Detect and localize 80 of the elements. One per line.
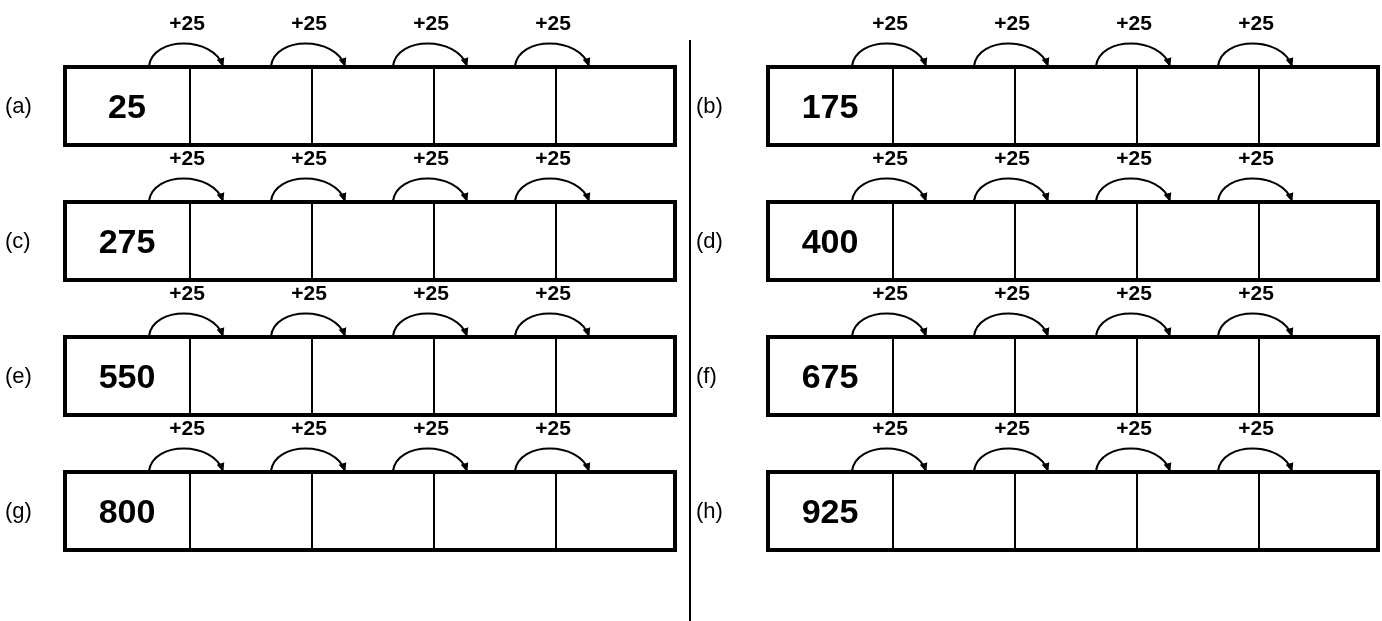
edge-label: +25 (871, 12, 909, 33)
curved-arrow (392, 42, 468, 67)
edge-label: +25 (412, 147, 450, 168)
edge-label: +25 (412, 282, 450, 303)
row-label: (g) (5, 500, 32, 522)
edge-label: +25 (290, 147, 328, 168)
curved-arrow (973, 312, 1049, 337)
edge-label: +25 (993, 417, 1031, 438)
number: 800 (98, 494, 156, 528)
curved-arrow (148, 447, 224, 472)
curved-arrow (270, 312, 346, 337)
curved-arrow (148, 177, 224, 202)
edge-label: +25 (534, 417, 572, 438)
curved-arrow (851, 447, 927, 472)
edge-label: +25 (290, 282, 328, 303)
number: 675 (801, 359, 859, 393)
row-label: (a) (5, 95, 32, 117)
curved-arrow (851, 312, 927, 337)
edge-label: +25 (534, 282, 572, 303)
curved-arrow (973, 447, 1049, 472)
edge-label: +25 (290, 417, 328, 438)
curved-arrow (973, 42, 1049, 67)
curved-arrow (1217, 177, 1293, 202)
curved-arrow (1217, 312, 1293, 337)
edge-label: +25 (1115, 12, 1153, 33)
edge-label: +25 (993, 12, 1031, 33)
number: 275 (98, 224, 156, 258)
curved-arrow (1217, 42, 1293, 67)
row-label: (h) (696, 500, 723, 522)
edge-label: +25 (871, 417, 909, 438)
edge-label: +25 (534, 12, 572, 33)
edge-label: +25 (534, 147, 572, 168)
edge-label: +25 (1115, 282, 1153, 303)
curved-arrow (1095, 177, 1171, 202)
curved-arrow (270, 42, 346, 67)
row-label: (e) (5, 365, 32, 387)
edge-label: +25 (871, 282, 909, 303)
number: 25 (108, 89, 146, 123)
number: 175 (801, 89, 859, 123)
number: 925 (801, 494, 859, 528)
row-label: (c) (5, 230, 31, 252)
number: 400 (801, 224, 859, 258)
edge-label: +25 (1237, 282, 1275, 303)
curved-arrow (514, 42, 590, 67)
row-label: (d) (696, 230, 723, 252)
curved-arrow (514, 447, 590, 472)
edge-label: +25 (993, 282, 1031, 303)
curved-arrow (392, 312, 468, 337)
number: 550 (98, 359, 156, 393)
curved-arrow (514, 177, 590, 202)
edge-label: +25 (168, 417, 206, 438)
curved-arrow (851, 177, 927, 202)
curved-arrow (1095, 42, 1171, 67)
curved-arrow (1095, 312, 1171, 337)
edge-label: +25 (993, 147, 1031, 168)
edge-label: +25 (290, 12, 328, 33)
curved-arrow (514, 312, 590, 337)
curved-arrow (148, 42, 224, 67)
edge-label: +25 (1115, 147, 1153, 168)
row-label: (b) (696, 95, 723, 117)
edge-label: +25 (871, 147, 909, 168)
curved-arrow (973, 177, 1049, 202)
curved-arrow (270, 177, 346, 202)
edge-label: +25 (412, 12, 450, 33)
edge-label: +25 (1237, 417, 1275, 438)
edge-label: +25 (168, 12, 206, 33)
curved-arrow (851, 42, 927, 67)
edge-label: +25 (1237, 12, 1275, 33)
edge-label: +25 (1115, 417, 1153, 438)
row-label: (f) (696, 365, 717, 387)
curved-arrow (270, 447, 346, 472)
curved-arrow (392, 177, 468, 202)
edge-label: +25 (168, 282, 206, 303)
curved-arrow (148, 312, 224, 337)
edge-label: +25 (168, 147, 206, 168)
curved-arrow (392, 447, 468, 472)
curved-arrow (1217, 447, 1293, 472)
edge-label: +25 (412, 417, 450, 438)
edge-label: +25 (1237, 147, 1275, 168)
curved-arrow (1095, 447, 1171, 472)
